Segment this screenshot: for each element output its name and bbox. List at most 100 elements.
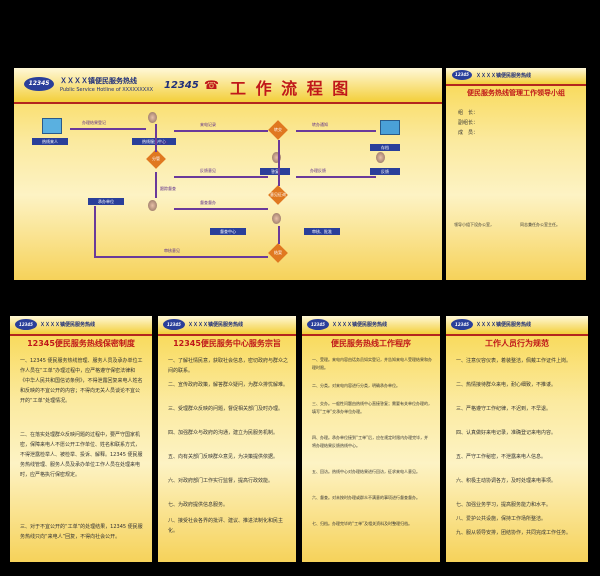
card4-para-4: 四、认真做好来电记录，准确登记来电内容。 [456, 430, 557, 436]
label-7: 跟踪督查 [160, 186, 176, 191]
hotline-number: 12345 [164, 80, 199, 91]
card2-hotline: ＸＸＸＸ镇便民服务热线 [188, 322, 244, 328]
card2-para-3: 三、受理群众反映的问题，督促相关部门及时办理。 [168, 406, 284, 412]
card-confidentiality: 12345 ＸＸＸＸ镇便民服务热线 12345便民服务热线保密制度 一、1234… [10, 316, 152, 562]
group-field-deputy: 副组长： [458, 120, 479, 126]
person-evaluate [272, 213, 281, 224]
leadership-group-panel: 12345 ＸＸＸＸ镇便民服务热线 便民服务热线管理工作领导小组 组 长： 副组… [446, 68, 586, 280]
card4-para-3: 三、严格遵守工作纪律，不迟到，不早退。 [456, 406, 552, 412]
card1-para-3: 三、对于不宜公开的“工单”的处理结果，12345 便民服务热线只向“来电人”回复… [20, 524, 143, 540]
label-9: 审核意见 [164, 248, 180, 253]
card3-para-2: 二、分类。对来电内容进行分类，明确承办单位。 [312, 383, 400, 388]
node-caller: 热线来人 [32, 138, 68, 145]
node-supervise: 督查中心 [210, 228, 246, 235]
card3-para-5: 五、回访。热线中心对办理结果进行回访，征求来电人意见。 [312, 469, 420, 474]
label-4: 交办 [160, 140, 168, 145]
node-transfer: 转交 [274, 127, 282, 132]
header-divider [14, 102, 442, 104]
group-note-left: 领导小组下设办公室， [454, 222, 494, 227]
arrow-5 [155, 172, 157, 198]
card1-header: 12345 ＸＸＸＸ镇便民服务热线 [10, 316, 152, 334]
card2-para-6: 六、对政府部门工作实行监督，提高行政效能。 [168, 478, 274, 484]
label-3: 转办通知 [312, 122, 328, 127]
card3-para-4: 四、办理。承办单位接到“工单”后，应在规定时限内办理完毕，并将办理结果反馈热线中… [312, 435, 429, 448]
card-work-procedure: 12345 ＸＸＸＸ镇便民服务热线 便民服务热线工作程序 一、受理。来电内容由话… [302, 316, 440, 562]
card4-para-7: 七、加强业务学习，提高服务能力和水平。 [456, 502, 552, 508]
arrow-8 [278, 140, 280, 186]
card2-divider [158, 334, 296, 336]
node-dept: 承办单位 [88, 198, 124, 205]
label-1: 办理结果登记 [82, 120, 106, 125]
node-close: 结案 [274, 250, 282, 255]
card-code-of-conduct: 12345 ＸＸＸＸ镇便民服务热线 工作人员行为规范 一、注意仪容仪表，着装整洁… [446, 316, 588, 562]
label-5: 反馈意见 [200, 168, 216, 173]
node-result: 答复 [260, 168, 290, 175]
card3-para-1: 一、受理。来电内容由话务员如实登记，并告知来电人受理结果和办理时限。 [312, 357, 432, 370]
hotline-name: ＸＸＸＸ镇便民服务热线 [60, 77, 137, 85]
card2-para-5: 五、向有关部门反映群众意见，为决策提供依据。 [168, 454, 279, 460]
node-feedback: 反馈 [370, 168, 400, 175]
group-hotline: ＸＸＸＸ镇便民服务热线 [476, 73, 532, 79]
card2-para-8: 八、接受社会各界的批评、建议、推进法制化和民主化。 [168, 518, 284, 534]
person-office [148, 112, 157, 123]
card1-title: 12345便民服务热线保密制度 [27, 339, 135, 348]
card4-para-6: 六、积极主动协调各方，及时处理来电事项。 [456, 478, 557, 484]
node-lead: 分管 [152, 156, 160, 161]
hotline-logo: 12345 [24, 77, 54, 91]
card1-hotline: ＸＸＸＸ镇便民服务热线 [40, 322, 96, 328]
card4-logo: 12345 [451, 319, 473, 330]
card3-divider [302, 334, 440, 336]
card2-para-7: 七、为政府提供信息服务。 [168, 502, 229, 508]
group-header: 12345 ＸＸＸＸ镇便民服务热线 [446, 68, 586, 84]
card3-title: 便民服务热线工作程序 [331, 339, 411, 348]
monitor-icon [380, 120, 400, 135]
card4-divider [446, 334, 588, 336]
card3-logo: 12345 [307, 319, 329, 330]
node-review: 审核、批准 [304, 228, 340, 235]
card3-para-7: 七、归档。办理完毕的“工单”及相关资料及时整理归档。 [312, 521, 413, 526]
card2-logo: 12345 [163, 319, 185, 330]
card2-header: 12345 ＸＸＸＸ镇便民服务热线 [158, 316, 296, 334]
hotline-english: Public Service Hotline of XXXXXXXXX [60, 87, 154, 93]
card3-para-6: 六、督查。对未按时办理或群众不满意的事项进行督查督办。 [312, 495, 420, 500]
card1-para-2: 二、在落实处理群众反映问题的过程中，要严守国家机密，保障来电人不愿公开工作单位、… [20, 432, 143, 478]
card4-header: 12345 ＸＸＸＸ镇便民服务热线 [446, 316, 588, 334]
group-divider [446, 84, 586, 86]
card3-para-3: 三、交办。一般性问题由热线中心直接答复；需要有关单位办理的，填写“工单”交承办单… [312, 401, 432, 414]
group-title: 便民服务热线管理工作领导小组 [467, 89, 565, 97]
card1-divider [10, 334, 152, 336]
node-survey: 意见征询 [270, 192, 286, 197]
arrow-11 [94, 256, 268, 258]
card2-title: 12345便民服务中心服务宗旨 [173, 339, 281, 348]
person-lead2 [148, 200, 157, 211]
person-supervise [376, 152, 385, 163]
group-note-right: 同志兼任办公室主任。 [520, 222, 560, 227]
phone-icon: ☎ [204, 78, 219, 92]
card-service-purpose: 12345 ＸＸＸＸ镇便民服务热线 12345便民服务中心服务宗旨 一、了解社情… [158, 316, 296, 562]
card2-para-1: 一、了解社情民意，获取社会信息，密切政府与群众之间的联系。 [168, 358, 289, 374]
card4-title: 工作人员行为规范 [485, 339, 549, 348]
label-8: 办理反馈 [310, 168, 326, 173]
node-office: 热线服务中心 [132, 138, 176, 145]
flow-title: 工 作 流 程 图 [230, 79, 351, 98]
card4-para-5: 五、严守工作秘密，不泄露来电人信息。 [456, 454, 547, 460]
group-logo: 12345 [452, 70, 472, 80]
arrow-2 [174, 130, 268, 132]
arrow-3 [296, 130, 376, 132]
flow-header: 12345 ＸＸＸＸ镇便民服务热线 Public Service Hotline… [14, 68, 442, 102]
arrow-4 [155, 124, 157, 152]
node-archive: 存档 [370, 144, 400, 151]
card3-hotline: ＸＸＸＸ镇便民服务热线 [332, 322, 388, 328]
arrow-1 [70, 128, 146, 130]
arrow-10 [296, 176, 376, 178]
group-field-members: 成 员： [458, 130, 479, 136]
arrow-12 [94, 206, 96, 258]
card4-para-8: 八、爱护公共设施，保持工作场所整洁。 [456, 516, 547, 522]
card4-para-1: 一、注意仪容仪表，着装整洁，佩戴工作证件上岗。 [456, 358, 572, 364]
card2-para-4: 四、加强群众与政府的沟通，建立为民服务机制。 [168, 430, 279, 436]
card4-hotline: ＸＸＸＸ镇便民服务热线 [476, 322, 532, 328]
person-result [272, 152, 281, 163]
card1-para-1: 一、12345 便民服务热线管理、服务人员及承办单位工作人员在“工单”办理过程中… [20, 358, 143, 404]
card2-para-2: 二、宣传政府政策，解答群众疑问，为群众排忧解难。 [168, 382, 289, 388]
arrow-7 [174, 208, 268, 210]
